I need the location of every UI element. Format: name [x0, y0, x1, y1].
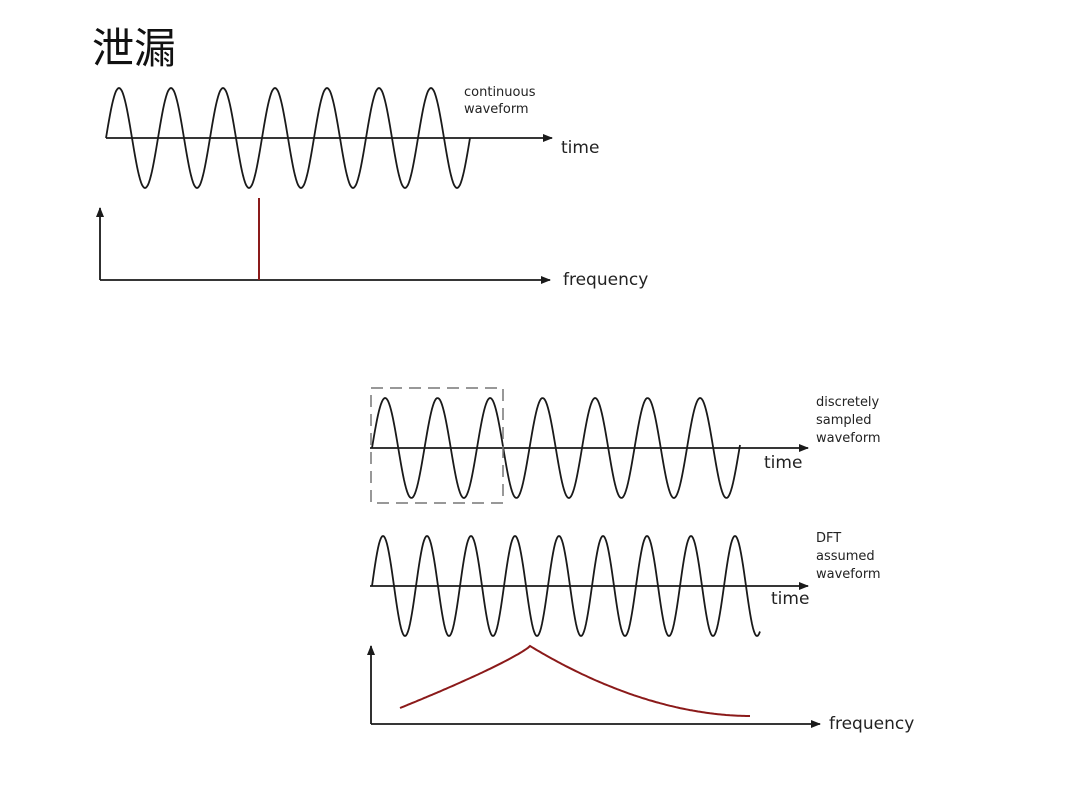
dft-waveform-label-line-1: DFT	[816, 531, 841, 546]
sampled-waveform-label-line-3: waveform	[816, 431, 881, 446]
leakage-spectrum-frequency-label: frequency	[829, 714, 914, 734]
dft-time-axis-label: time	[771, 589, 809, 609]
ideal-spectrum-frequency-label: frequency	[563, 270, 648, 290]
dft-waveform-panel: DFT assumed waveform time	[370, 531, 881, 638]
ideal-spectrum-panel: frequency	[96, 198, 648, 290]
dft-assumed-waveform	[371, 534, 761, 638]
leakage-spectrum-curve	[399, 644, 750, 717]
slide-title: 泄漏	[92, 24, 177, 73]
leakage-spectrum-panel: frequency	[367, 644, 914, 734]
sampled-waveform-label-line-2: sampled	[816, 413, 872, 428]
continuous-waveform-panel: continuous waveform time	[105, 85, 599, 189]
dft-waveform-label-line-3: waveform	[816, 567, 881, 582]
continuous-waveform	[105, 87, 471, 189]
dft-waveform-label-line-2: assumed	[816, 549, 875, 564]
sampling-window-box	[370, 387, 504, 504]
sampled-waveform-panel: discretely sampled waveform time	[370, 387, 881, 504]
sampled-waveform-label-line-1: discretely	[816, 395, 880, 410]
sampled-time-axis-label: time	[764, 453, 802, 473]
continuous-waveform-label-line-2: waveform	[464, 102, 529, 117]
continuous-time-axis-label: time	[561, 138, 599, 158]
sampled-waveform	[371, 397, 741, 499]
continuous-waveform-label-line-1: continuous	[464, 85, 536, 100]
